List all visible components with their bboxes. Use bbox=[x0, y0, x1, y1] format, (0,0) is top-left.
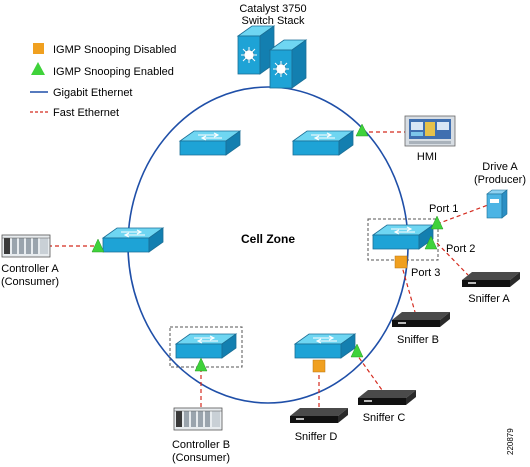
legend-enabled-label: IGMP Snooping Enabled bbox=[53, 66, 174, 78]
stack-title-line1: Catalyst 3750 bbox=[239, 3, 306, 15]
legend: IGMP Snooping Disabled IGMP Snooping Ena… bbox=[30, 43, 176, 119]
sniffer-c-label: Sniffer C bbox=[363, 412, 406, 424]
controller-b-icon bbox=[173, 407, 223, 431]
legend-disabled-square-icon bbox=[33, 43, 44, 54]
enabled-triangle-icon bbox=[194, 357, 208, 372]
highlight-box-bottom-left bbox=[169, 326, 243, 368]
controller-a-icon bbox=[1, 234, 51, 258]
enabled-triangle-icon bbox=[355, 123, 369, 137]
sniffer-b-label: Sniffer B bbox=[397, 334, 439, 346]
port-1-label: Port 1 bbox=[429, 203, 458, 215]
enabled-triangle-icon bbox=[91, 238, 105, 253]
drive-label-line2: (Producer) bbox=[474, 174, 526, 186]
sniffer-b-icon bbox=[392, 312, 450, 327]
sniffer-d-label: Sniffer D bbox=[295, 431, 338, 443]
controller-a-label-line1: Controller A bbox=[1, 263, 59, 275]
enabled-triangle-icon bbox=[424, 235, 438, 250]
hmi-icon bbox=[404, 115, 456, 147]
enabled-triangle-icon bbox=[430, 215, 444, 230]
drive-label-line1: Drive A bbox=[482, 161, 518, 173]
port-3-label: Port 3 bbox=[411, 267, 440, 279]
enabled-triangle-icon bbox=[350, 343, 364, 358]
controller-a-label-line2: (Consumer) bbox=[1, 276, 59, 288]
stack-title-line2: Switch Stack bbox=[242, 15, 305, 27]
fast-ethernet-links bbox=[48, 131, 489, 408]
sniffer-d-icon bbox=[290, 408, 348, 423]
legend-disabled-label: IGMP Snooping Disabled bbox=[53, 44, 176, 56]
switch-bottom-right bbox=[294, 333, 356, 359]
switch-left bbox=[102, 227, 164, 253]
igmp-disabled-markers bbox=[312, 255, 408, 373]
switch-stack bbox=[236, 25, 308, 89]
port-2-label: Port 2 bbox=[446, 243, 475, 255]
sniffer-c-icon bbox=[358, 390, 416, 405]
controller-b-label-line1: Controller B bbox=[172, 439, 230, 451]
igmp-enabled-markers bbox=[91, 123, 444, 372]
controller-b-label-line2: (Consumer) bbox=[172, 452, 230, 464]
disabled-square-icon bbox=[394, 255, 408, 269]
sniffer-a-label: Sniffer A bbox=[468, 293, 510, 305]
sniffer-a-icon bbox=[462, 272, 520, 287]
legend-enabled-triangle-icon bbox=[31, 62, 45, 75]
switch-top-right bbox=[292, 130, 354, 156]
hmi-label: HMI bbox=[417, 151, 437, 163]
legend-fast-label: Fast Ethernet bbox=[53, 107, 119, 119]
switch-right bbox=[372, 224, 434, 250]
switch-bottom-left bbox=[175, 333, 237, 359]
legend-gigabit-label: Gigabit Ethernet bbox=[53, 87, 133, 99]
drive-icon bbox=[486, 189, 508, 219]
figure-id: 220879 bbox=[506, 428, 515, 455]
cell-zone-label: Cell Zone bbox=[241, 232, 295, 246]
switch-top-left bbox=[179, 130, 241, 156]
disabled-square-icon bbox=[312, 359, 326, 373]
